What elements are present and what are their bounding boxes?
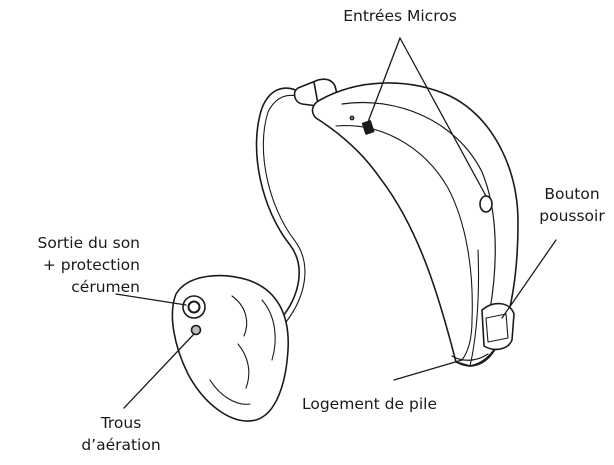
label-push-button-line1: Bouton bbox=[532, 183, 612, 205]
leader-battery bbox=[394, 360, 462, 380]
vent-hole bbox=[192, 326, 201, 335]
label-vents-line1: Trous bbox=[66, 412, 176, 434]
label-push-button-line2: poussoir bbox=[532, 205, 612, 227]
microphone-port-rear bbox=[480, 196, 492, 212]
label-sound-outlet: Sortie du son + protection cérumen bbox=[4, 232, 140, 298]
label-vents-line2: d’aération bbox=[66, 434, 176, 456]
label-push-button: Bouton poussoir bbox=[532, 183, 612, 227]
label-sound-outlet-line2: + protection bbox=[4, 254, 140, 276]
label-microphones: Entrées Micros bbox=[340, 5, 460, 27]
sound-tube bbox=[257, 88, 300, 320]
label-vents: Trous d’aération bbox=[66, 412, 176, 456]
label-sound-outlet-line3: cérumen bbox=[4, 276, 140, 298]
label-sound-outlet-line1: Sortie du son bbox=[4, 232, 140, 254]
sound-outlet-inner bbox=[189, 302, 200, 313]
label-microphones-text: Entrées Micros bbox=[340, 5, 460, 27]
leader-vents bbox=[124, 334, 194, 408]
label-battery: Logement de pile bbox=[302, 393, 462, 415]
label-battery-text: Logement de pile bbox=[302, 393, 462, 415]
